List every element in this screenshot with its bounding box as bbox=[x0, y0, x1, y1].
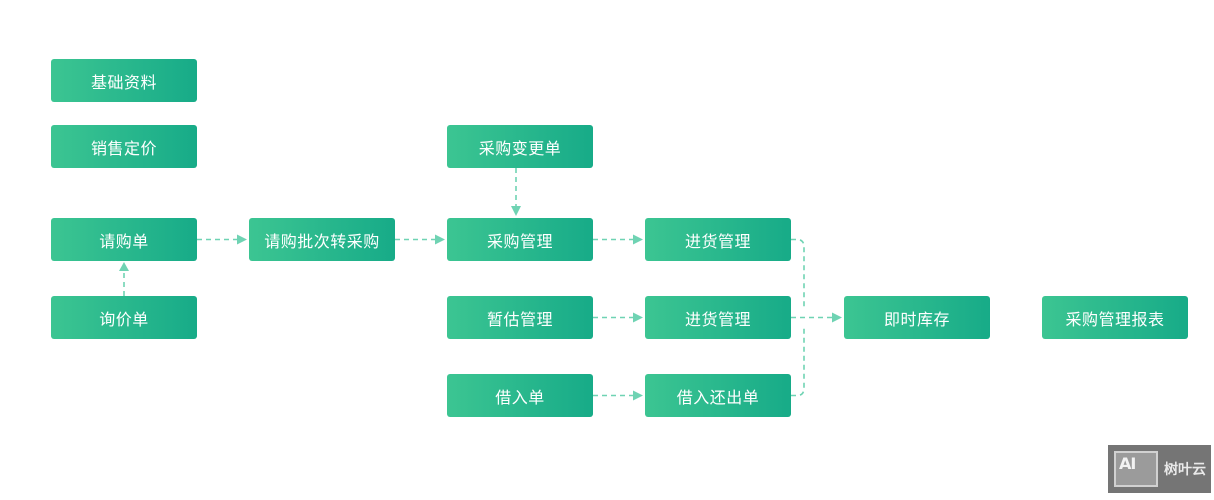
node-purchase-request[interactable]: 请购单 bbox=[51, 218, 197, 261]
edge-request-to-batch-arrow bbox=[237, 234, 247, 245]
node-batch-to-purchase[interactable]: 请购批次转采购 bbox=[249, 218, 395, 261]
node-borrow-order[interactable]: 借入单 bbox=[447, 374, 593, 417]
edge-purchase-to-receive1-arrow bbox=[633, 234, 643, 245]
node-basic-data[interactable]: 基础资料 bbox=[51, 59, 197, 102]
node-sales-pricing[interactable]: 销售定价 bbox=[51, 125, 197, 168]
node-receiving-management-1[interactable]: 进货管理 bbox=[645, 218, 791, 261]
edge-batch-to-purchase-arrow bbox=[435, 234, 445, 245]
watermark: AI 树叶云 bbox=[1108, 445, 1211, 493]
node-receiving-management-2[interactable]: 进货管理 bbox=[645, 296, 791, 339]
edge-inquiry-to-request-arrow bbox=[119, 262, 129, 271]
node-borrow-return-order[interactable]: 借入还出单 bbox=[645, 374, 791, 417]
node-provisional-management[interactable]: 暂估管理 bbox=[447, 296, 593, 339]
node-inquiry[interactable]: 询价单 bbox=[51, 296, 197, 339]
node-purchase-management[interactable]: 采购管理 bbox=[447, 218, 593, 261]
node-realtime-inventory[interactable]: 即时库存 bbox=[844, 296, 990, 339]
edge-borrow-to-return-arrow bbox=[633, 390, 643, 401]
watermark-text: 树叶云 bbox=[1164, 462, 1206, 478]
edge-change-to-purchase-arrow bbox=[511, 206, 521, 216]
edge-group-to-inventory-arrow bbox=[832, 312, 842, 323]
node-purchase-report[interactable]: 采购管理报表 bbox=[1042, 296, 1188, 339]
node-purchase-change[interactable]: 采购变更单 bbox=[447, 125, 593, 168]
edge-receive1-to-inventory bbox=[791, 238, 805, 310]
watermark-logo: AI bbox=[1114, 451, 1158, 487]
edge-return-to-inventory bbox=[791, 325, 805, 397]
edge-provisional-to-receive2-arrow bbox=[633, 312, 643, 323]
